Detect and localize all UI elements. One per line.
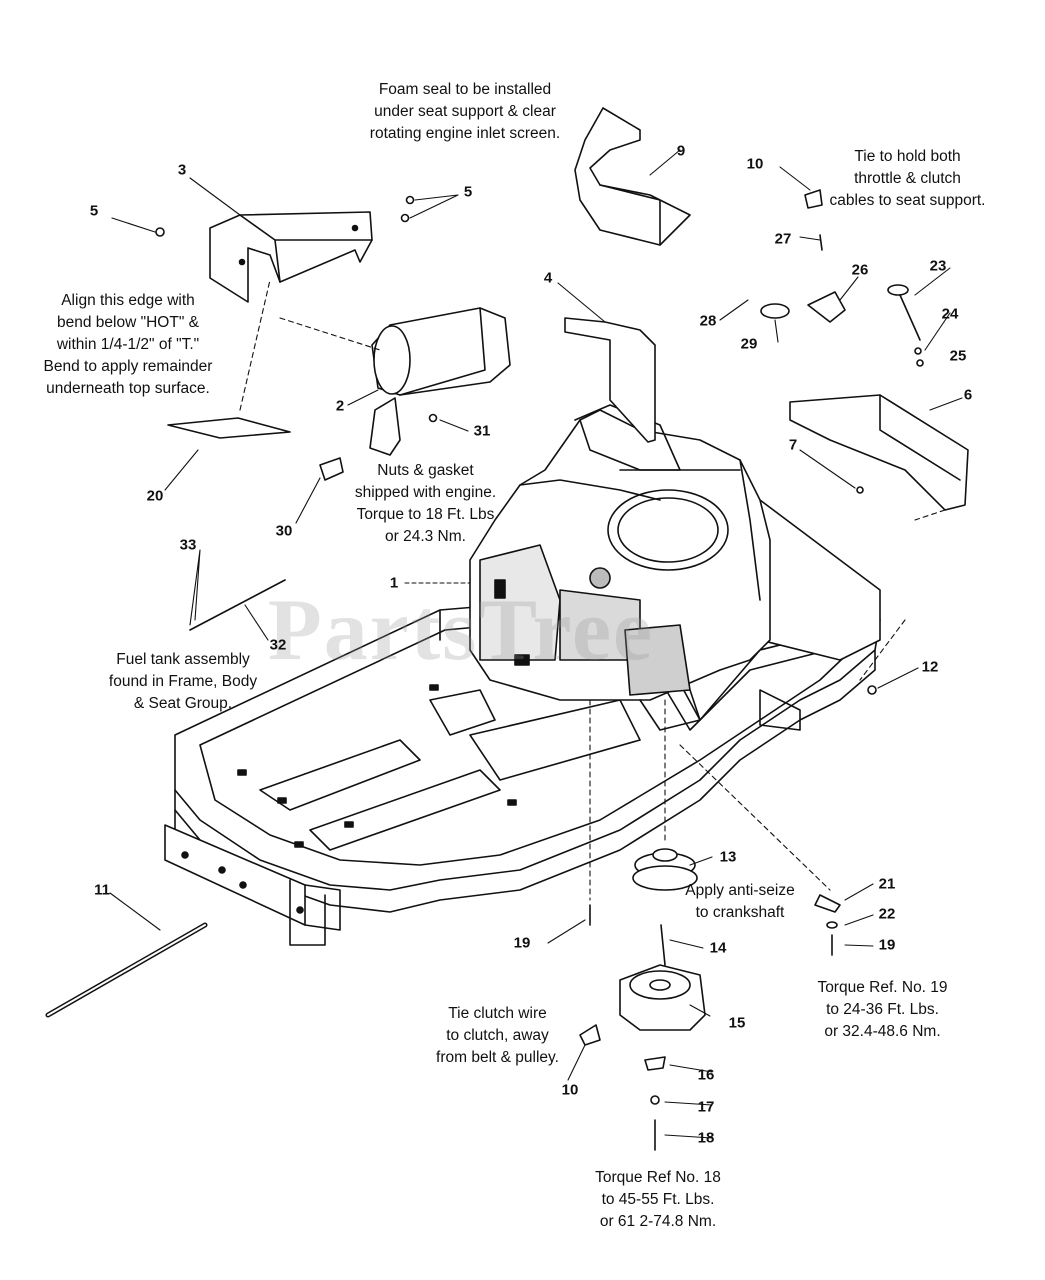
note-fuel-tank: Fuel tank assembly found in Frame, Body … [108, 651, 258, 712]
note-nuts-gasket: Nuts & gasket shipped with engine. Torqu… [354, 462, 497, 545]
callout-5a: 5 [89, 202, 99, 220]
callout-31: 31 [473, 422, 491, 440]
callout-22: 22 [878, 905, 896, 923]
callout-9: 9 [676, 142, 686, 160]
baffle-drawing [564, 317, 656, 443]
frame-drawing [164, 499, 881, 946]
note-foam-seal: Foam seal to be installed under seat sup… [369, 81, 561, 142]
callout-1: 1 [389, 574, 399, 592]
callout-14: 14 [709, 939, 727, 957]
callout-30: 30 [275, 522, 293, 540]
callout-6: 6 [963, 386, 973, 404]
watermark: PartsTree [268, 582, 655, 679]
callout-5b: 5 [463, 183, 473, 201]
callout-18: 18 [697, 1129, 715, 1147]
callout-15: 15 [728, 1014, 746, 1032]
callout-24: 24 [941, 305, 959, 323]
callout-26: 26 [851, 261, 869, 279]
callout-20: 20 [146, 487, 164, 505]
note-tie-clutch: Tie clutch wire to clutch, away from bel… [436, 1005, 559, 1066]
callout-19a: 19 [513, 934, 531, 952]
callout-11: 11 [94, 881, 110, 899]
callout-10a: 10 [746, 155, 764, 173]
small-parts-drawing [45, 189, 924, 1151]
callout-13: 13 [719, 848, 737, 866]
plate-drawing [167, 417, 291, 439]
heat-shield-drawing [209, 211, 373, 303]
foam-seal-drawing [574, 107, 691, 246]
callout-3: 3 [177, 161, 187, 179]
callout-33: 33 [179, 536, 197, 554]
leader-lines [109, 149, 963, 1139]
note-torque-19: Torque Ref. No. 19 to 24-36 Ft. Lbs. or … [817, 979, 948, 1040]
callout-7: 7 [788, 436, 798, 454]
callout-10b: 10 [561, 1081, 579, 1099]
callout-4: 4 [543, 269, 553, 287]
note-anti-seize: Apply anti-seize to crankshaft [685, 882, 795, 921]
muffler-drawing [369, 307, 511, 456]
callout-17: 17 [697, 1098, 715, 1116]
shroud-drawing [574, 394, 969, 511]
callout-16: 16 [697, 1066, 715, 1084]
callout-19b: 19 [878, 936, 896, 954]
callout-23: 23 [929, 257, 947, 275]
callout-2: 2 [335, 397, 345, 415]
callout-27: 27 [774, 230, 792, 248]
note-tie-cables: Tie to hold both throttle & clutch cable… [829, 148, 986, 209]
callout-12: 12 [921, 658, 939, 676]
note-align-edge: Align this edge with bend below "HOT" & … [43, 292, 213, 397]
callout-32: 32 [269, 636, 287, 654]
engine-drawing [469, 409, 771, 731]
note-torque-18: Torque Ref No. 18 to 45-55 Ft. Lbs. or 6… [595, 1169, 721, 1230]
callout-29: 29 [740, 335, 758, 353]
callout-28: 28 [699, 312, 717, 330]
callout-21: 21 [878, 875, 896, 893]
callout-25: 25 [949, 347, 967, 365]
